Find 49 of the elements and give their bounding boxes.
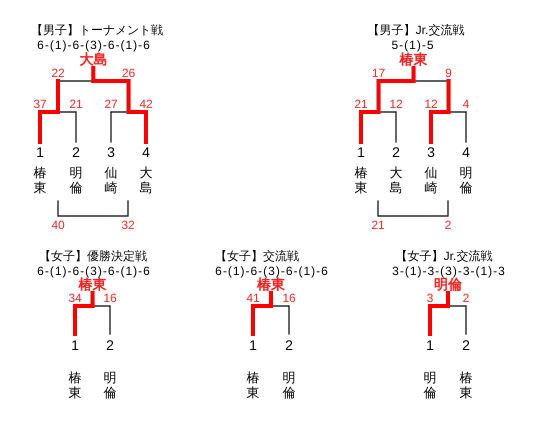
match-format: 3-(1)-3-(3)-3-(1)-3 <box>392 265 506 278</box>
match-score: 3 <box>426 292 434 306</box>
match-format: 6-(1)-6-(3)-6-(1)-6 <box>37 265 151 278</box>
seed-number: 2 <box>392 144 400 160</box>
team-name: 明倫 <box>423 370 437 400</box>
team-name: 大島 <box>139 165 153 195</box>
match-format: 5-(1)-5 <box>392 39 434 52</box>
winner-name: 椿東 <box>400 51 428 68</box>
bracket-heading: 【男子】トーナメント戦 <box>31 24 163 38</box>
seed-number: 3 <box>107 144 115 160</box>
bracket-heading: 【男子】Jr.交流戦 <box>368 24 464 38</box>
seed-number: 1 <box>249 337 257 354</box>
team-name: 椿東 <box>246 370 260 400</box>
team-name: 明倫 <box>69 165 83 195</box>
team-name: 明倫 <box>282 370 296 400</box>
seed-number: 2 <box>106 337 114 354</box>
bracket-heading: 【女子】Jr.交流戦 <box>396 250 492 264</box>
team-name: 仙崎 <box>424 165 438 195</box>
team-name: 仙崎 <box>104 165 118 195</box>
seed-number: 2 <box>285 337 293 354</box>
winner-name: 大島 <box>79 51 108 68</box>
match-score: 40 <box>51 219 65 233</box>
seed-number: 4 <box>462 144 470 160</box>
match-score: 2 <box>462 292 470 306</box>
bracket-heading: 【女子】優勝決定戦 <box>39 250 147 264</box>
winner-name: 明倫 <box>434 276 462 292</box>
team-name: 明倫 <box>459 165 473 195</box>
winner-name: 椿東 <box>78 276 106 292</box>
seed-number: 3 <box>427 144 435 160</box>
team-name: 椿東 <box>354 165 368 195</box>
team-name: 椿東 <box>459 370 473 400</box>
team-name: 椿東 <box>33 165 47 195</box>
match-score: 32 <box>121 219 135 233</box>
seed-number: 4 <box>142 144 150 160</box>
bracket-heading: 【女子】交流戦 <box>215 250 299 264</box>
seed-number: 2 <box>462 337 470 354</box>
winner-name: 椿東 <box>257 276 285 292</box>
team-name: 明倫 <box>103 370 117 400</box>
team-name: 大島 <box>389 165 403 195</box>
seed-number: 2 <box>72 144 80 160</box>
seed-number: 1 <box>357 144 365 160</box>
team-name: 椿東 <box>68 370 82 400</box>
match-score: 21 <box>371 219 385 233</box>
seed-number: 1 <box>71 337 79 354</box>
seed-number: 1 <box>36 144 44 160</box>
seed-number: 1 <box>426 337 434 354</box>
match-format: 6-(1)-6-(3)-6-(1)-6 <box>215 265 329 278</box>
match-score: 2 <box>444 219 452 233</box>
match-format: 6-(1)-6-(3)-6-(1)-6 <box>37 39 151 52</box>
